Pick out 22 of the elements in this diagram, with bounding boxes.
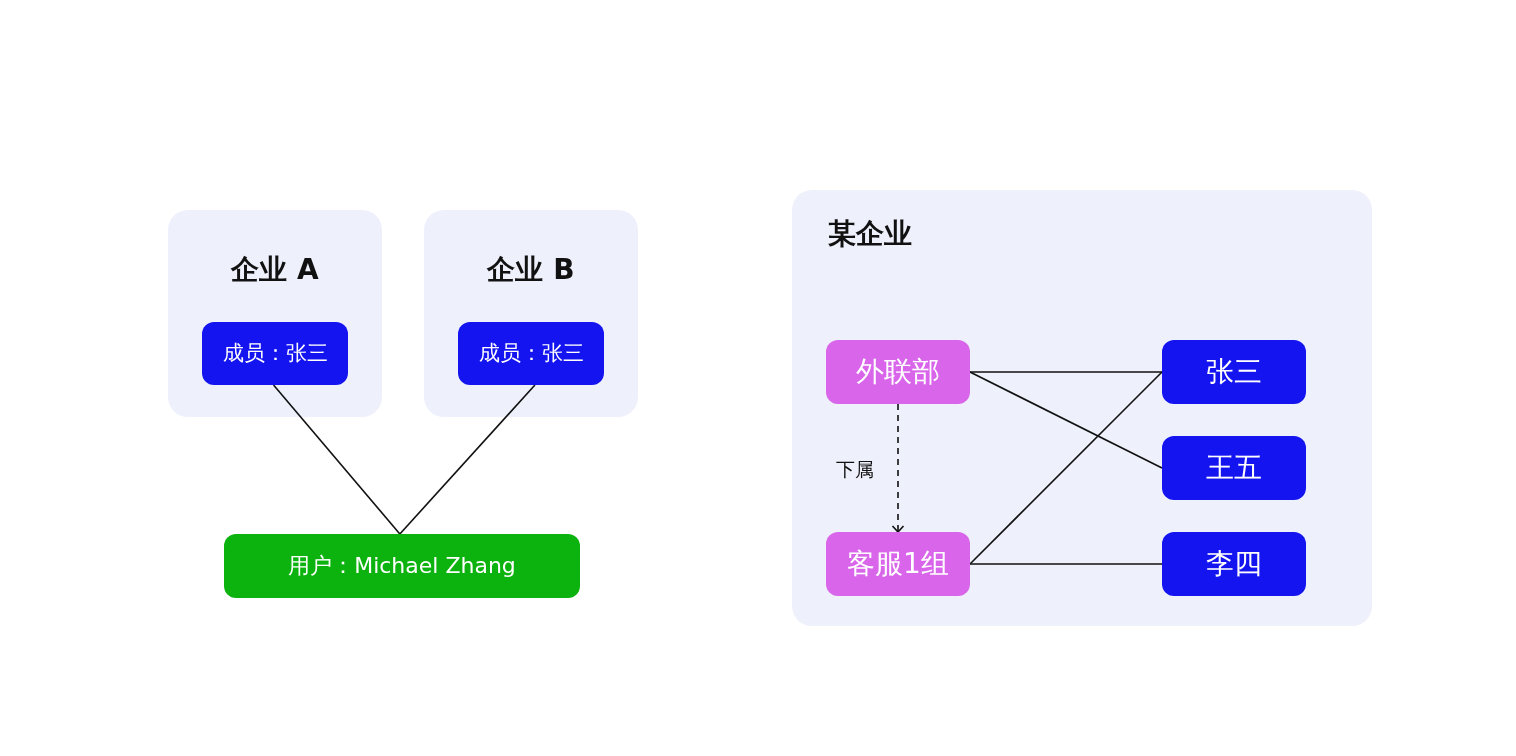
member-tag: 成员：张三	[202, 322, 348, 385]
group-panel	[424, 210, 638, 417]
person-tag: 王五	[1162, 436, 1306, 500]
group-panel	[792, 190, 1372, 626]
edge-label: 下属	[836, 457, 874, 482]
connector-line	[399, 384, 536, 535]
member-tag: 成员：张三	[458, 322, 604, 385]
panel-title: 企业 B	[487, 252, 575, 288]
panel-title: 企业 A	[231, 252, 319, 288]
department-tag: 外联部	[826, 340, 970, 404]
person-tag: 李四	[1162, 532, 1306, 596]
panel-title: 某企业	[828, 216, 912, 252]
department-tag: 客服1组	[826, 532, 970, 596]
user-tag: 用户：Michael Zhang	[224, 534, 580, 598]
connector-line	[272, 384, 401, 535]
connector-line	[969, 371, 1163, 469]
dashed-arrow	[891, 403, 905, 533]
connector-line	[969, 371, 1163, 373]
person-tag: 张三	[1162, 340, 1306, 404]
connector-line	[969, 371, 1163, 565]
connector-line	[969, 563, 1163, 565]
group-panel	[168, 210, 382, 417]
